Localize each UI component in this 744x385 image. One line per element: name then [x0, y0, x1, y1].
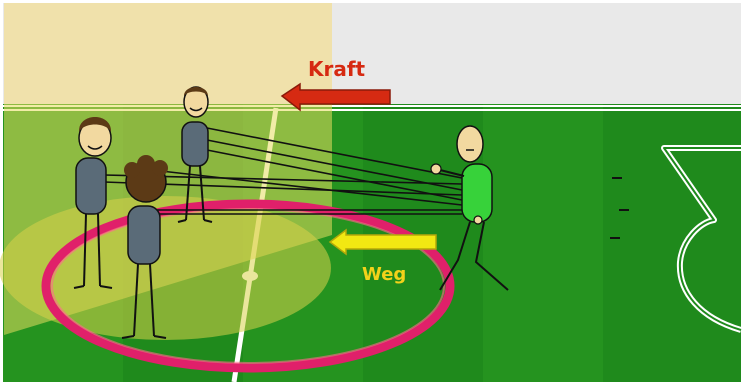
force-label: Kraft [308, 57, 366, 81]
player-curly-shirt [128, 206, 160, 264]
light-beam-top [4, 3, 332, 104]
path-label: Weg [362, 264, 406, 285]
player-left-shirt [76, 158, 106, 214]
player-green-shirt [462, 164, 492, 222]
pitch-stripe [483, 104, 603, 382]
player-green-head [457, 126, 483, 162]
player-back-shirt [182, 122, 208, 166]
